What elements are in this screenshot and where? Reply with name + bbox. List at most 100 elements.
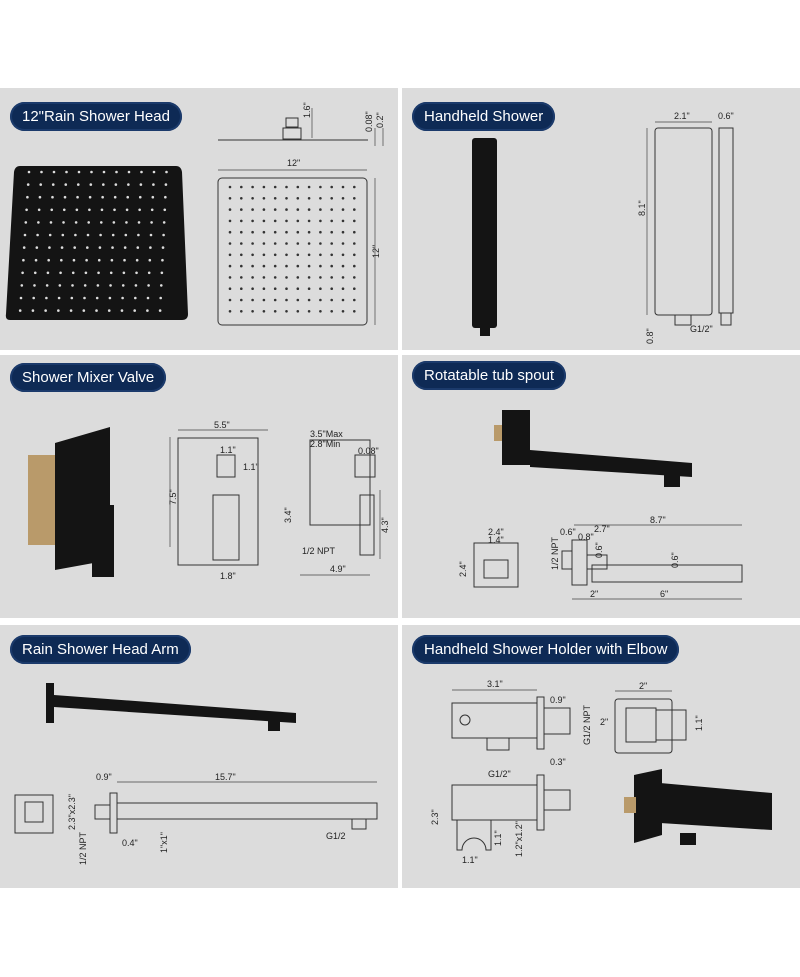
nozzle-dot <box>285 310 288 313</box>
dim: 1.1" <box>493 830 503 846</box>
nozzle-dot <box>228 298 232 302</box>
nozzle-dot <box>341 230 345 234</box>
nozzle-dot <box>62 221 65 224</box>
nozzle-dot <box>285 298 288 302</box>
nozzle-dot <box>353 287 356 290</box>
nozzle-dot <box>33 284 36 287</box>
nozzle-dot <box>307 185 311 189</box>
nozzle-dot <box>273 298 277 302</box>
nozzle-dot <box>353 242 356 245</box>
nozzle-dot <box>137 233 140 237</box>
nozzle-dot <box>20 284 24 287</box>
nozzle-dot <box>23 233 27 237</box>
nozzle-dot <box>96 284 100 287</box>
nozzle-dot <box>273 264 277 268</box>
nozzle-dot <box>240 219 243 223</box>
nozzle-dot <box>57 309 60 312</box>
nozzle-dot <box>146 309 149 312</box>
nozzle-dot <box>341 264 345 268</box>
nozzle-dot <box>240 298 243 302</box>
nozzle-dot <box>136 246 140 249</box>
nozzle-dot <box>159 296 162 300</box>
dim: 1.1" <box>220 445 236 455</box>
nozzle-dot <box>273 242 277 245</box>
nozzle-dot <box>341 219 345 223</box>
nozzle-dot <box>251 264 254 268</box>
nozzle-dot <box>319 242 322 245</box>
panel-rain-shower-head: 12" 12" 1.6" 0.08" 0.2" 12"Rain Shower H… <box>0 88 398 350</box>
nozzle-dot <box>115 170 118 174</box>
nozzle-dot <box>25 208 28 212</box>
nozzle-dot <box>109 271 113 275</box>
nozzle-dot <box>228 310 232 313</box>
nozzle-dot <box>353 264 356 268</box>
nozzle-dot <box>139 183 143 186</box>
section-title: Handheld Shower Holder with Elbow <box>412 635 680 664</box>
nozzle-dot <box>84 271 88 275</box>
nozzle-dot <box>86 246 89 249</box>
nozzle-dot <box>24 221 28 224</box>
nozzle-dot <box>111 233 115 237</box>
nozzle-dot <box>330 242 334 245</box>
dim: 0.9" <box>96 772 112 782</box>
nozzle-dot <box>285 264 288 268</box>
dim: 0.9" <box>550 695 566 705</box>
nozzle-dot <box>98 246 102 249</box>
nozzle-dot <box>319 310 322 313</box>
nozzle-dot <box>240 197 243 200</box>
nozzle-dot <box>48 246 51 249</box>
nozzle-dot <box>341 276 345 279</box>
nozzle-dot <box>296 264 300 268</box>
section-title: 12"Rain Shower Head <box>10 102 182 131</box>
nozzle-dot <box>285 242 288 245</box>
nozzle-dot <box>296 276 300 279</box>
dim: 3.5"Max <box>310 429 343 439</box>
nozzle-dot <box>73 246 76 249</box>
section-title: Rain Shower Head Arm <box>10 635 191 664</box>
dim: 1/2 NPT <box>78 831 88 865</box>
nozzle-dot <box>147 271 151 275</box>
dim: 0.8" <box>578 532 594 542</box>
dim: 1.2"x1.2" <box>514 821 524 857</box>
nozzle-dot <box>31 309 35 312</box>
nozzle-dot <box>240 208 243 211</box>
nozzle-dot <box>164 183 168 186</box>
nozzle-dot <box>76 183 80 186</box>
tub-spout-photo <box>502 410 530 465</box>
dim: 1.1" <box>462 855 478 865</box>
nozzle-dot <box>69 309 73 312</box>
dim: G1/2 <box>326 831 346 841</box>
nozzle-dot <box>18 309 22 312</box>
dim: 5.5" <box>214 420 230 430</box>
nozzle-dot <box>50 208 54 212</box>
nozzle-dot <box>273 230 277 234</box>
nozzle-dot <box>262 298 266 302</box>
nozzle-dot <box>51 195 54 199</box>
nozzle-dot <box>228 276 232 279</box>
section-title: Rotatable tub spout <box>412 361 567 390</box>
nozzle-dot <box>65 170 68 174</box>
nozzle-dot <box>330 197 334 200</box>
nozzle-dot <box>228 242 232 245</box>
nozzle-dot <box>151 195 155 199</box>
nozzle-dot <box>88 195 92 199</box>
holder-photo <box>634 769 662 843</box>
nozzle-dot <box>86 233 90 237</box>
dim: 1"x1" <box>159 832 169 853</box>
nozzle-dot <box>38 195 42 199</box>
nozzle-dot <box>77 170 81 174</box>
nozzle-dot <box>138 195 142 199</box>
nozzle-dot <box>125 221 128 224</box>
nozzle-dot <box>121 284 125 287</box>
nozzle-dot <box>58 284 62 287</box>
nozzle-dot <box>60 258 63 262</box>
nozzle-dot <box>76 195 79 199</box>
nozzle-dot <box>296 185 300 189</box>
nozzle-dot <box>34 258 38 262</box>
nozzle-dot <box>262 310 266 313</box>
valve-body-photo <box>28 455 58 545</box>
nozzle-dot <box>240 253 243 257</box>
nozzle-dot <box>71 271 75 275</box>
nozzle-dot <box>262 276 266 279</box>
nozzle-dot <box>95 296 99 300</box>
